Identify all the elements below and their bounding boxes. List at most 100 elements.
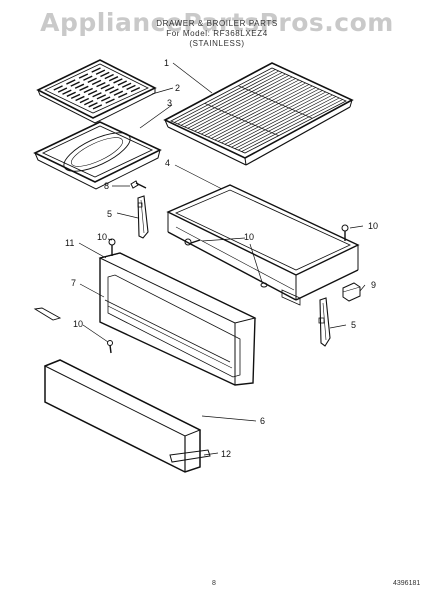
rack-bar xyxy=(197,79,300,133)
oven-rack xyxy=(163,62,354,166)
rack-bar xyxy=(177,70,279,125)
screw-10-e xyxy=(107,340,113,354)
model-line: For Model: RF368LXEZ4 xyxy=(166,29,268,38)
broiler-pan-grid xyxy=(36,59,157,124)
grid-slot xyxy=(92,104,103,110)
rack-bar xyxy=(217,88,320,142)
rack-bar xyxy=(234,96,337,149)
rack-bar xyxy=(211,85,313,139)
callout-10c: 10 xyxy=(97,232,107,242)
callout-10d: 10 xyxy=(73,319,83,329)
rack-cross-wire xyxy=(204,103,279,136)
drawer-front-frame xyxy=(98,252,257,386)
watermark: AppliancePartsPros.com xyxy=(40,8,394,37)
grid-slot xyxy=(113,90,124,96)
rack-bar xyxy=(201,81,303,135)
rack-bar xyxy=(228,93,330,147)
grid-slot xyxy=(101,96,111,102)
diagram-title: DRAWER & BROILER PARTS xyxy=(156,19,278,28)
grid-slot xyxy=(62,89,72,95)
page-number: 8 xyxy=(212,580,216,587)
rack-bar xyxy=(204,82,306,136)
grid-slot xyxy=(95,69,106,75)
grid-slot xyxy=(83,87,93,94)
grid-slot xyxy=(117,80,127,86)
rack-bar xyxy=(241,99,343,152)
screw-8 xyxy=(130,180,147,189)
grid-slot xyxy=(79,97,90,104)
callout-labels: 1 2 3 4 5 5 6 7 8 9 10 10 10 10 11 12 xyxy=(65,58,378,459)
drawer-glide-right xyxy=(318,297,331,347)
callout-11: 11 xyxy=(65,238,74,248)
grid-slot xyxy=(96,94,107,100)
callout-7: 7 xyxy=(71,278,76,288)
screw-10-c xyxy=(341,224,349,241)
broiler-pan xyxy=(33,121,162,190)
callout-5a: 5 xyxy=(107,209,112,219)
grid-slot xyxy=(92,92,102,98)
callout-1: 1 xyxy=(164,58,169,68)
grid-slot xyxy=(118,92,128,98)
callout-9: 9 xyxy=(371,280,376,290)
rack-bar xyxy=(184,73,286,128)
grid-slot xyxy=(130,86,141,93)
grid-slot xyxy=(75,95,85,102)
grid-slot xyxy=(66,79,76,85)
callout-6: 6 xyxy=(260,416,265,426)
leader-lines xyxy=(78,62,366,456)
grid-slot xyxy=(105,98,115,104)
rack-bar xyxy=(207,84,310,138)
grid-slot xyxy=(109,88,119,94)
grid-slot xyxy=(91,67,101,73)
grid-slot xyxy=(96,81,106,88)
rack-bar xyxy=(238,97,340,151)
rack-bar xyxy=(174,69,276,123)
grid-slot xyxy=(53,85,63,91)
rack-bar xyxy=(214,87,316,141)
grid-slot xyxy=(91,79,102,86)
trim-strip-left xyxy=(33,307,62,321)
grid-slot xyxy=(87,89,98,96)
screw-10-a xyxy=(108,238,116,256)
bottom-trim-12 xyxy=(169,449,211,463)
grid-slot xyxy=(57,87,68,93)
grid-slot xyxy=(66,91,76,97)
grid-slot xyxy=(126,84,136,91)
callout-2: 2 xyxy=(175,83,180,93)
rack-bar xyxy=(191,76,293,131)
rack-bar xyxy=(224,91,326,145)
callout-10a: 10 xyxy=(368,221,378,231)
screw-10-d xyxy=(260,282,268,288)
grid-slot xyxy=(100,71,110,78)
grid-slot xyxy=(70,93,81,100)
grid-slot xyxy=(79,85,89,92)
grid-slot xyxy=(88,102,98,108)
callout-8: 8 xyxy=(104,181,109,191)
grid-slot xyxy=(78,73,89,79)
grid-slot xyxy=(104,73,114,80)
grid-slot xyxy=(121,82,132,88)
drawer-front-panel xyxy=(43,359,202,473)
grid-slot xyxy=(87,77,97,84)
rack-cross-wire xyxy=(238,85,313,119)
callout-5b: 5 xyxy=(351,320,356,330)
grid-slot xyxy=(84,100,94,106)
drawer-glide-left xyxy=(137,195,149,239)
variant-line: (STAINLESS) xyxy=(189,39,245,48)
grid-slot xyxy=(74,83,85,89)
rack-bar xyxy=(194,78,296,132)
callout-4: 4 xyxy=(165,158,170,168)
callout-10b: 10 xyxy=(244,232,254,242)
grid-slot xyxy=(100,84,110,90)
rack-bar xyxy=(180,72,283,126)
rack-bar xyxy=(221,90,323,144)
callout-3: 3 xyxy=(167,98,172,108)
rack-bar xyxy=(187,75,289,129)
document-number: 4396181 xyxy=(393,580,421,587)
grid-slot xyxy=(70,81,80,87)
grid-slot xyxy=(104,86,115,92)
grid-slot xyxy=(108,76,119,82)
rack-bar xyxy=(231,94,333,148)
